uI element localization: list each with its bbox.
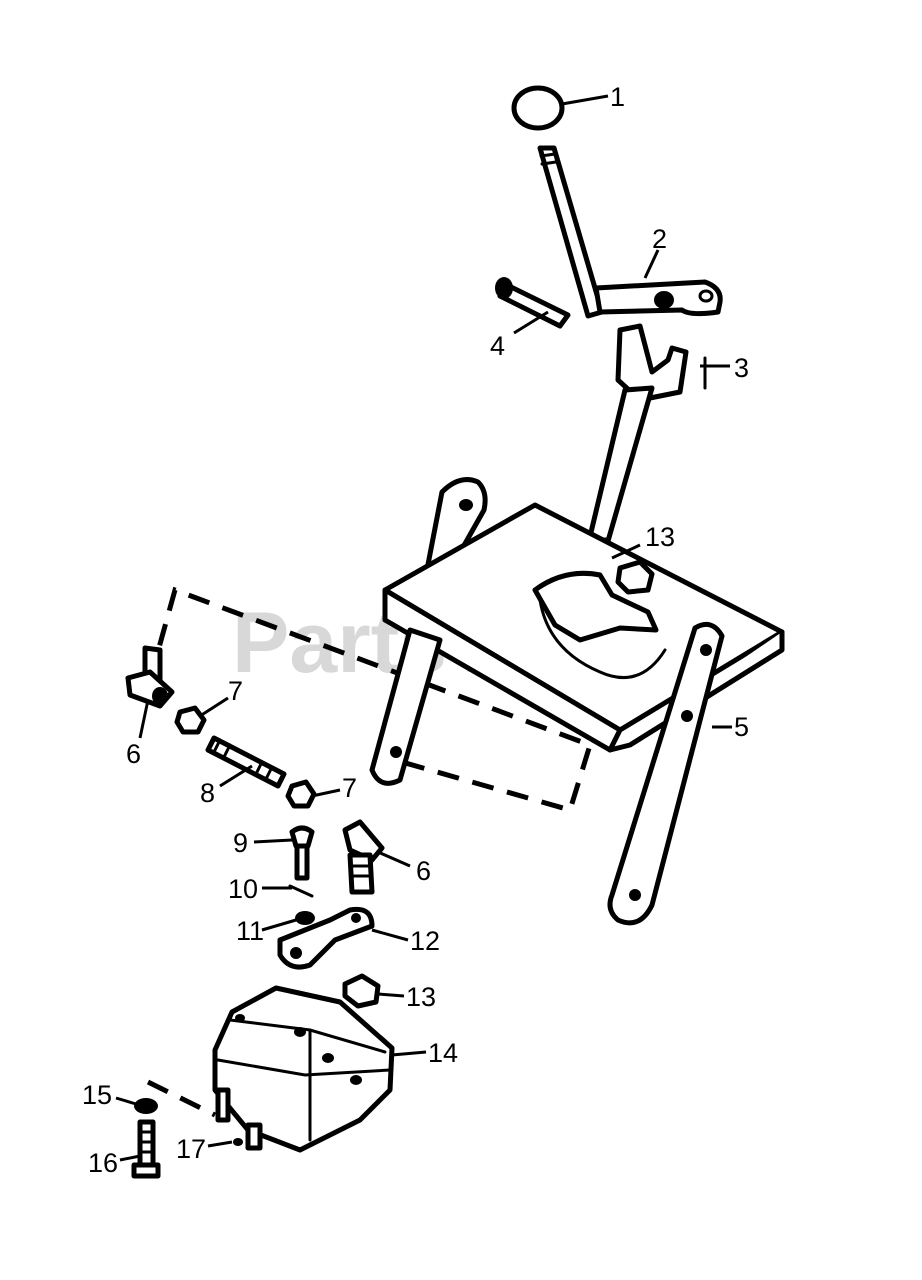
callout-14: 14 (428, 1038, 458, 1068)
callout-15: 15 (82, 1080, 112, 1110)
part-washer (295, 911, 315, 925)
callout-10: 10 (228, 874, 258, 904)
assembly-dashed-line (147, 586, 594, 814)
part-nut-lower (342, 973, 381, 1009)
part-carriage-bolt (289, 825, 315, 881)
part-washer-lower (134, 1098, 158, 1114)
callout-1: 1 (610, 82, 625, 112)
part-swivel-left (125, 645, 175, 709)
part-shift-gate (532, 570, 667, 680)
callout-6-lower: 6 (416, 856, 431, 886)
callout-16: 16 (88, 1148, 118, 1178)
callout-4: 4 (490, 331, 505, 361)
part-swivel-lower (342, 819, 385, 895)
callout-7-lower: 7 (342, 773, 357, 803)
callout-17: 17 (176, 1134, 206, 1164)
callout-9: 9 (233, 828, 248, 858)
part-shift-arm (277, 906, 375, 970)
callout-11: 11 (236, 916, 264, 946)
part-knob (511, 85, 565, 131)
part-jam-nut-upper (174, 705, 207, 735)
callout-labels: 1 2 3 4 5 6 7 7 8 9 6 10 11 12 13 13 14 … (82, 82, 749, 1178)
assembly-dashed-line-lower (146, 1079, 217, 1118)
part-lever-bracket (593, 279, 723, 317)
part-cotter-pin (700, 356, 720, 390)
part-hex-bolt (131, 1119, 161, 1179)
part-cotter-pin-small (288, 884, 314, 898)
part-shift-lever (537, 145, 605, 319)
part-main-bracket (369, 477, 785, 926)
callout-2: 2 (652, 224, 667, 254)
part-nut-upper (615, 559, 655, 595)
callout-13-lower: 13 (406, 982, 436, 1012)
callout-6-left: 6 (126, 739, 141, 769)
leader-lines (115, 94, 732, 1162)
part-jam-nut-lower (285, 779, 317, 809)
callout-3: 3 (734, 353, 749, 383)
part-threaded-rod (205, 735, 287, 789)
part-transmission-housing (212, 985, 395, 1153)
callout-5: 5 (734, 712, 749, 742)
callout-12: 12 (410, 926, 440, 956)
part-dowel-pin (233, 1138, 243, 1146)
callout-8: 8 (200, 778, 215, 808)
callout-7-upper: 7 (228, 676, 243, 706)
callout-13-upper: 13 (645, 522, 675, 552)
part-pivot-pin (495, 277, 571, 329)
